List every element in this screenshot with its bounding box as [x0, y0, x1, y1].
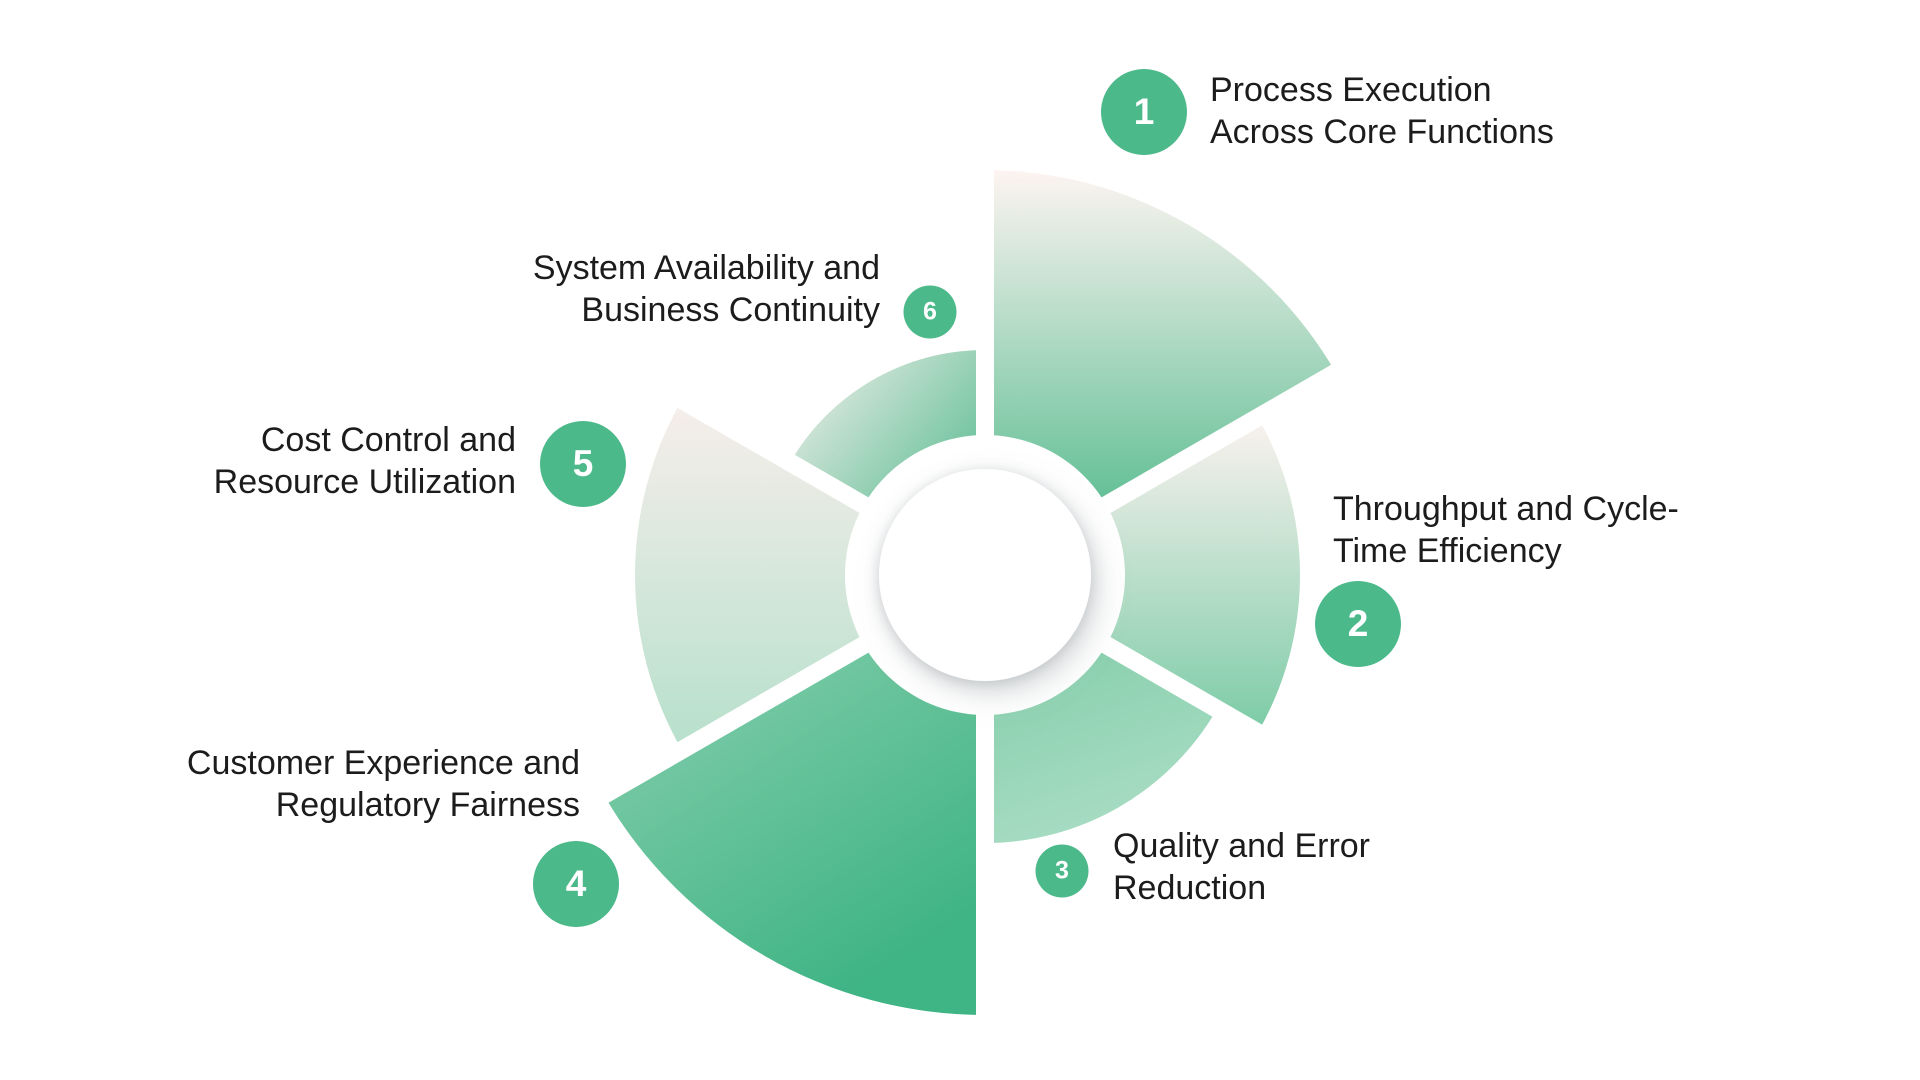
segment-label-2: Throughput and Cycle- Time Efficiency [1333, 488, 1679, 572]
segment-badge-3: 3 [1035, 844, 1089, 898]
segment-label-line: Customer Experience and [186, 744, 580, 782]
segment-label-line: Resource Utilization [213, 463, 516, 501]
segment-wedge-4 [603, 575, 985, 1016]
segment-badge-4: 4 [533, 841, 619, 927]
segment-badge-1: 1 [1101, 69, 1187, 155]
segment-badge-2: 2 [1315, 581, 1401, 667]
segment-label-line: Regulatory Fairness [275, 786, 580, 824]
segment-number: 6 [923, 297, 937, 326]
segment-label-line: Cost Control and [260, 421, 516, 459]
segment-number: 2 [1347, 603, 1369, 644]
segment-number: 5 [572, 443, 594, 484]
segment-label-line: System Availability and [532, 249, 880, 287]
segment-label-line: Throughput and Cycle- [1333, 490, 1679, 528]
segment-label-line: Time Efficiency [1333, 532, 1562, 570]
segment-label-line: Reduction [1113, 869, 1267, 907]
segment-number: 3 [1055, 856, 1069, 885]
segment-wedge-5 [635, 400, 985, 750]
center-disk [879, 469, 1091, 681]
segment-badge-6: 6 [903, 285, 957, 339]
segment-label-line: Across Core Functions [1210, 113, 1554, 151]
segment-label-line: Process Execution [1210, 71, 1492, 109]
segment-wedge-2 [985, 417, 1301, 733]
segment-number: 4 [565, 863, 587, 904]
segment-number: 1 [1133, 91, 1155, 132]
segment-badge-5: 5 [540, 421, 626, 507]
segment-label-line: Quality and Error [1113, 827, 1370, 865]
segment-label-line: Business Continuity [581, 291, 880, 329]
